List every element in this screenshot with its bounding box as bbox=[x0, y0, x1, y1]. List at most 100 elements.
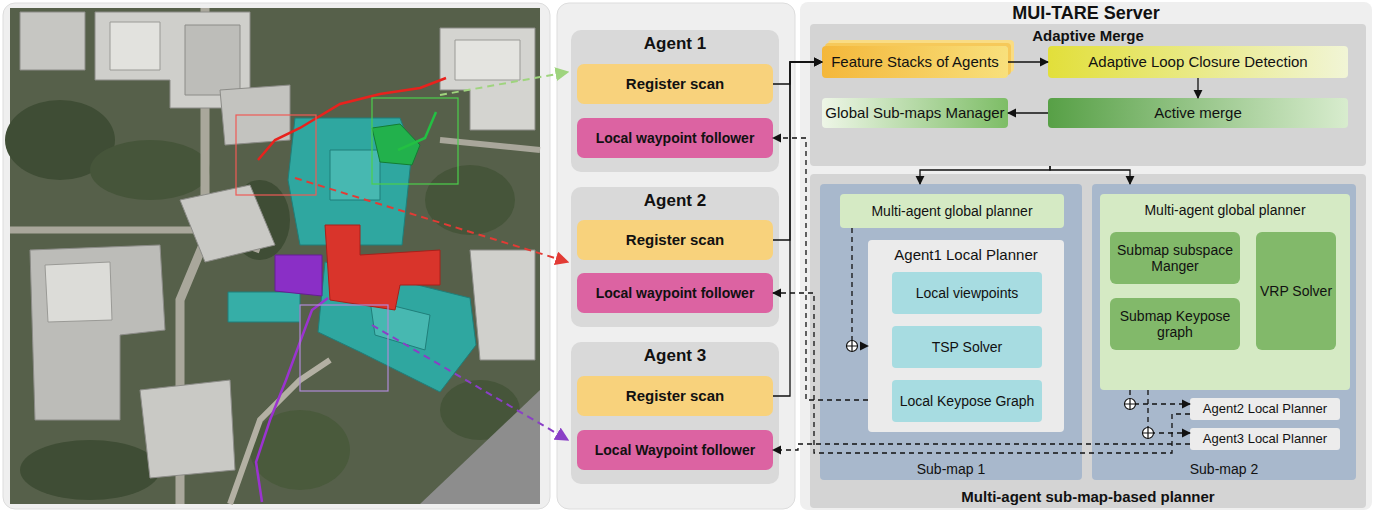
feature-stack-box: Feature Stacks of Agents bbox=[822, 46, 1008, 78]
box-label: VRP Solver bbox=[1260, 283, 1332, 299]
svg-polygon bbox=[20, 12, 85, 70]
box-label: Agent2 Local Planner bbox=[1203, 402, 1327, 417]
box-label: Active merge bbox=[1154, 104, 1242, 121]
flow-arrow bbox=[1008, 112, 1048, 113]
register-scan-box: Register scan bbox=[577, 64, 773, 104]
svg-rect bbox=[10, 8, 540, 504]
box-label: Register scan bbox=[626, 387, 724, 404]
box-label: Local Waypoint follower bbox=[595, 442, 756, 458]
agent-title: Agent 1 bbox=[644, 34, 706, 54]
panel-title: Multi-agent global planner bbox=[1144, 202, 1305, 218]
flow-arrow bbox=[773, 62, 822, 84]
merge-panel: Adaptive MergeFeature Stacks of Agents Ad… bbox=[810, 24, 1366, 166]
box-label: Local waypoint follower bbox=[596, 285, 755, 301]
box-label: TSP Solver bbox=[932, 339, 1003, 355]
waypoint-follower-box: Local waypoint follower bbox=[577, 118, 773, 158]
flow-arrow bbox=[773, 62, 822, 396]
register-scan-box: Register scan bbox=[577, 220, 773, 260]
flow-arrow bbox=[1008, 61, 1048, 62]
panel-title: Multi-agent sub-map-based planner bbox=[961, 488, 1214, 505]
flow-arrow bbox=[1050, 166, 1130, 184]
global-planner-group: Multi-agent global plannerSubmap subspac… bbox=[1100, 194, 1350, 390]
flow-arrow bbox=[773, 62, 822, 240]
svg-polygon bbox=[420, 390, 540, 504]
svg-path bbox=[440, 140, 540, 150]
flow-arrow bbox=[1197, 78, 1198, 98]
process-box: Global Sub-maps Manager bbox=[822, 98, 1008, 128]
svg-circle bbox=[1125, 399, 1136, 410]
svg-path bbox=[230, 360, 330, 504]
submap-panel: Sub-map 1 Multi-agent global plannerAgent… bbox=[820, 184, 1082, 480]
panel-title: Agent1 Local Planner bbox=[894, 246, 1037, 263]
svg-polygon bbox=[180, 185, 275, 262]
svg-polygon bbox=[275, 255, 322, 296]
waypoint-follower-box: Local Waypoint follower bbox=[577, 430, 773, 470]
box-label: Local Keypose Graph bbox=[900, 393, 1035, 409]
box-label: Local waypoint follower bbox=[596, 130, 755, 146]
dashed-arrow bbox=[852, 228, 868, 346]
svg-rect bbox=[300, 305, 388, 391]
agent-title: Agent 2 bbox=[644, 191, 706, 211]
svg-rect bbox=[236, 115, 316, 195]
module-box: Local Keypose Graph bbox=[892, 380, 1042, 422]
planner-panel: Multi-agent sub-map-based planner Sub-map… bbox=[810, 174, 1366, 508]
svg-polygon bbox=[228, 292, 300, 322]
local-planner-box: Agent2 Local Planner bbox=[1190, 398, 1340, 420]
agent-group: Agent 1 Register scanLocal waypoint follo… bbox=[571, 30, 779, 172]
svg-rect bbox=[372, 98, 458, 184]
box-label: Submap Keypose graph bbox=[1113, 308, 1237, 340]
dashed-arrow bbox=[773, 293, 1190, 453]
dashed-arrow bbox=[773, 444, 1190, 450]
svg-polygon bbox=[455, 40, 520, 80]
register-scan-box: Register scan bbox=[577, 376, 773, 416]
svg-line bbox=[440, 72, 568, 95]
svg-rect bbox=[557, 3, 795, 509]
svg-polygon bbox=[185, 25, 240, 95]
module-box: Local viewpoints bbox=[892, 272, 1042, 314]
svg-ellipse bbox=[250, 410, 350, 490]
box-label: Adaptive Loop Closure Detection bbox=[1088, 53, 1307, 70]
box-label: Submap subspace Manger bbox=[1113, 242, 1237, 274]
svg-path bbox=[1143, 428, 1154, 439]
svg-line bbox=[372, 325, 568, 440]
agent-group: Agent 2 Register scanLocal waypoint follo… bbox=[571, 187, 779, 327]
submap-panel: Sub-map 2Multi-agent global plannerSubma… bbox=[1092, 184, 1356, 480]
svg-polygon bbox=[440, 28, 535, 130]
svg-rect bbox=[3, 3, 550, 509]
svg-polyline bbox=[258, 78, 446, 160]
waypoint-follower-box: Local waypoint follower bbox=[577, 273, 773, 313]
server-panel: MUI-TARE ServerAdaptive MergeFeature Sta… bbox=[800, 2, 1372, 510]
svg-polygon bbox=[325, 225, 440, 310]
box-label: Local viewpoints bbox=[916, 285, 1019, 301]
svg-path bbox=[847, 341, 858, 352]
svg-polygon bbox=[140, 380, 235, 478]
box-label: Agent3 Local Planner bbox=[1203, 432, 1327, 447]
box-label: Register scan bbox=[626, 75, 724, 92]
svg-ellipse bbox=[90, 140, 210, 200]
svg-path bbox=[1125, 399, 1136, 410]
svg-ellipse bbox=[425, 165, 515, 235]
svg-polygon bbox=[45, 262, 112, 322]
sum-junctions bbox=[847, 341, 1154, 439]
svg-polyline bbox=[398, 112, 436, 150]
process-box: Adaptive Loop Closure Detection bbox=[1048, 46, 1348, 78]
agent-title: Agent 3 bbox=[644, 346, 706, 366]
svg-ellipse bbox=[20, 440, 160, 500]
svg-polyline bbox=[256, 298, 328, 502]
flow-arrow bbox=[920, 166, 1050, 184]
satellite-map bbox=[5, 8, 540, 504]
module-box: Submap subspace Manger bbox=[1110, 232, 1240, 284]
local-planner-box: Agent3 Local Planner bbox=[1190, 428, 1340, 450]
box-label: Multi-agent global planner bbox=[871, 203, 1032, 219]
svg-polygon bbox=[110, 22, 160, 70]
panel-title: Adaptive Merge bbox=[1032, 27, 1144, 44]
box-label: Register scan bbox=[626, 231, 724, 248]
svg-line bbox=[295, 178, 568, 262]
box-label: Global Sub-maps Manager bbox=[825, 104, 1004, 121]
agent-group: Agent 3 Register scanLocal Waypoint follo… bbox=[571, 342, 779, 484]
panel-title: MUI-TARE Server bbox=[1012, 3, 1160, 24]
panel-title: Sub-map 1 bbox=[917, 461, 985, 477]
dashed-arrow bbox=[1130, 390, 1190, 404]
process-box: Active merge bbox=[1048, 98, 1348, 128]
